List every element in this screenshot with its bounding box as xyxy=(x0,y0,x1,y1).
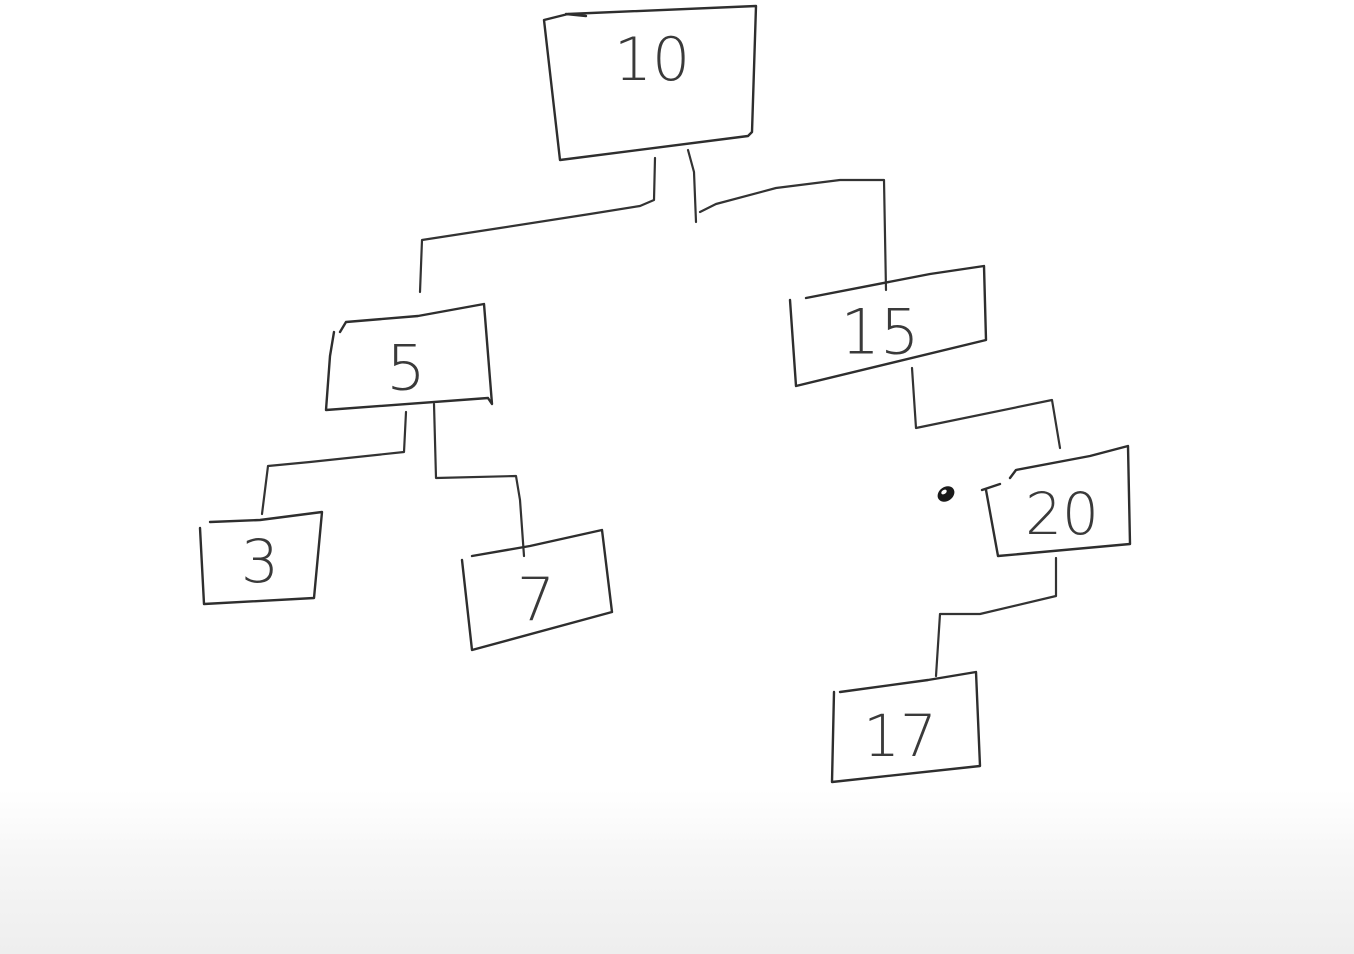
node-box xyxy=(788,264,988,388)
node-box xyxy=(324,302,494,412)
node-label: 17 xyxy=(863,702,937,770)
edge-15-to-20 xyxy=(910,366,1062,450)
node-box xyxy=(830,670,982,784)
tree-node: 10 xyxy=(542,4,758,162)
tree-node: 20 xyxy=(980,444,1132,558)
tree-node: 15 xyxy=(788,264,988,388)
edge-5-to-3 xyxy=(260,410,408,516)
node-label: 15 xyxy=(841,296,920,369)
node-label: 20 xyxy=(1025,480,1099,548)
node-label: 5 xyxy=(386,332,425,405)
node-box xyxy=(980,444,1132,558)
tree-node: 7 xyxy=(460,528,614,652)
edge-20-to-17 xyxy=(934,556,1058,678)
edge-10-to-15 xyxy=(686,148,888,292)
node-label: 10 xyxy=(614,25,690,95)
node-box xyxy=(542,4,758,162)
tree-node: 5 xyxy=(324,302,494,412)
node-box xyxy=(460,528,614,652)
node-label: 7 xyxy=(517,565,555,635)
edge-5-to-7 xyxy=(432,402,526,558)
edge-10-to-5 xyxy=(418,156,657,294)
node-label: 3 xyxy=(241,527,279,597)
pen-cursor-icon xyxy=(937,486,955,502)
node-box xyxy=(198,510,324,606)
tree-node: 3 xyxy=(198,510,324,606)
tree-node: 17 xyxy=(830,670,982,784)
